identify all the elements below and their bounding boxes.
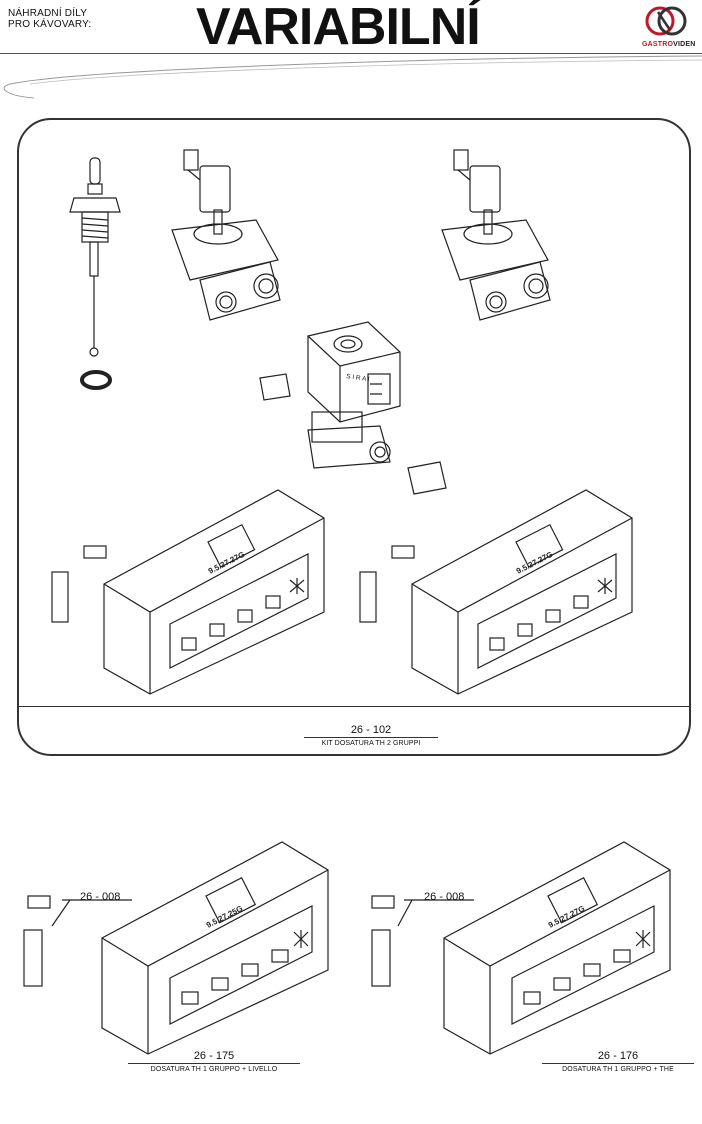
kit-dosing-board-left: 9.5.27.27G	[51, 489, 325, 695]
brand-logo: GASTROVIDEN	[642, 4, 696, 48]
unit-175-caption: 26 - 175 DOSATURA TH 1 GRUPPO + LIVELLO	[128, 1050, 300, 1074]
kit-code: 26 - 102	[350, 724, 392, 736]
board-176-label: 9.5.27.27G	[547, 904, 586, 930]
unit-176-caption: 26 - 176 DOSATURA TH 1 GRUPPO + THE	[542, 1050, 694, 1074]
logo-mark-icon	[645, 6, 687, 36]
kit-description: KIT DOSATURA TH 2 GRUPPI	[321, 740, 421, 747]
unit-175-code: 26 - 175	[193, 1050, 235, 1062]
header-subtitle-line2: PRO KÁVOVARY:	[8, 19, 92, 30]
dosing-board-175-illustration: 9.5.27.25G	[23, 841, 329, 1055]
unit-176-code: 26 - 176	[597, 1050, 639, 1062]
kit-caption: 26 - 102 KIT DOSATURA TH 2 GRUPPI	[304, 724, 438, 748]
connector-code-176: 26 - 008	[424, 891, 465, 903]
flowmeter-right-illustration	[441, 149, 551, 321]
header-rule	[0, 53, 702, 54]
page-title: VARIABILNÍ	[196, 0, 481, 56]
valve-brand-label: S I R A I	[346, 373, 370, 383]
kit-dosing-board-right: 9.5.27.27G	[359, 489, 633, 695]
dosing-board-176-illustration: 9.5.27.27G	[371, 841, 671, 1055]
header-subtitle-line1: NÁHRADNÍ DÍLY	[8, 8, 88, 19]
solenoid-valve-illustration: S I R A I	[259, 321, 447, 495]
board-175-label: 9.5.27.25G	[205, 904, 244, 930]
swoosh-decoration	[3, 55, 702, 99]
header-subtitle: NÁHRADNÍ DÍLY PRO KÁVOVARY:	[8, 8, 91, 30]
unit-175-description: DOSATURA TH 1 GRUPPO + LIVELLO	[150, 1066, 278, 1073]
kit-panel-divider	[19, 706, 689, 707]
logo-text: GASTROVIDEN	[642, 41, 696, 48]
connector-code-175: 26 - 008	[80, 891, 121, 903]
unit-176-description: DOSATURA TH 1 GRUPPO + THE	[562, 1066, 674, 1073]
level-probe-illustration	[69, 157, 121, 390]
flowmeter-left-illustration	[171, 149, 281, 321]
kit-panel	[17, 118, 691, 756]
